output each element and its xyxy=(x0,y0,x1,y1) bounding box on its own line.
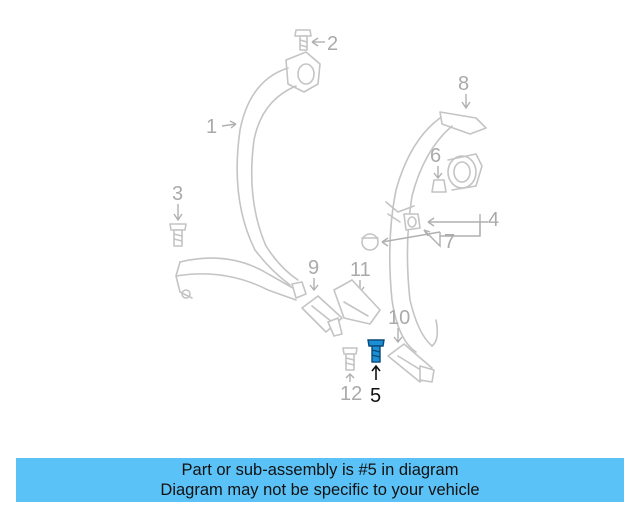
callout-12: 12 xyxy=(340,383,362,405)
callout-7: 7 xyxy=(444,231,455,253)
callout-1: 1 xyxy=(206,116,217,138)
part-7-clip xyxy=(361,233,379,251)
banner-line-2: Diagram may not be specific to your vehi… xyxy=(160,481,480,499)
part-3-bolt xyxy=(169,223,187,247)
part-5-bolt-highlighted xyxy=(367,339,385,363)
banner-line-1: Part or sub-assembly is #5 in diagram xyxy=(181,461,459,479)
callout-4: 4 xyxy=(488,209,499,231)
part-11-buckle-cover xyxy=(333,279,381,325)
callout-3: 3 xyxy=(172,183,183,205)
parts-diagram: 2 1 3 8 6 xyxy=(169,29,499,407)
callout-5: 5 xyxy=(370,385,381,407)
part-10-buckle xyxy=(387,343,435,383)
part-9-buckle xyxy=(301,295,343,337)
part-1-belt-assembly xyxy=(175,51,321,301)
callout-6: 6 xyxy=(430,145,441,167)
part-12-bolt xyxy=(342,347,358,371)
callout-11: 11 xyxy=(350,259,371,281)
part-2-bolt xyxy=(294,29,312,51)
callout-10: 10 xyxy=(388,307,410,329)
callout-8: 8 xyxy=(458,73,469,95)
info-banner: Part or sub-assembly is #5 in diagram Di… xyxy=(16,458,624,502)
part-4-clip xyxy=(403,213,421,231)
callout-2: 2 xyxy=(327,33,338,55)
part-6-retractor xyxy=(431,153,483,193)
callout-9: 9 xyxy=(308,257,319,279)
